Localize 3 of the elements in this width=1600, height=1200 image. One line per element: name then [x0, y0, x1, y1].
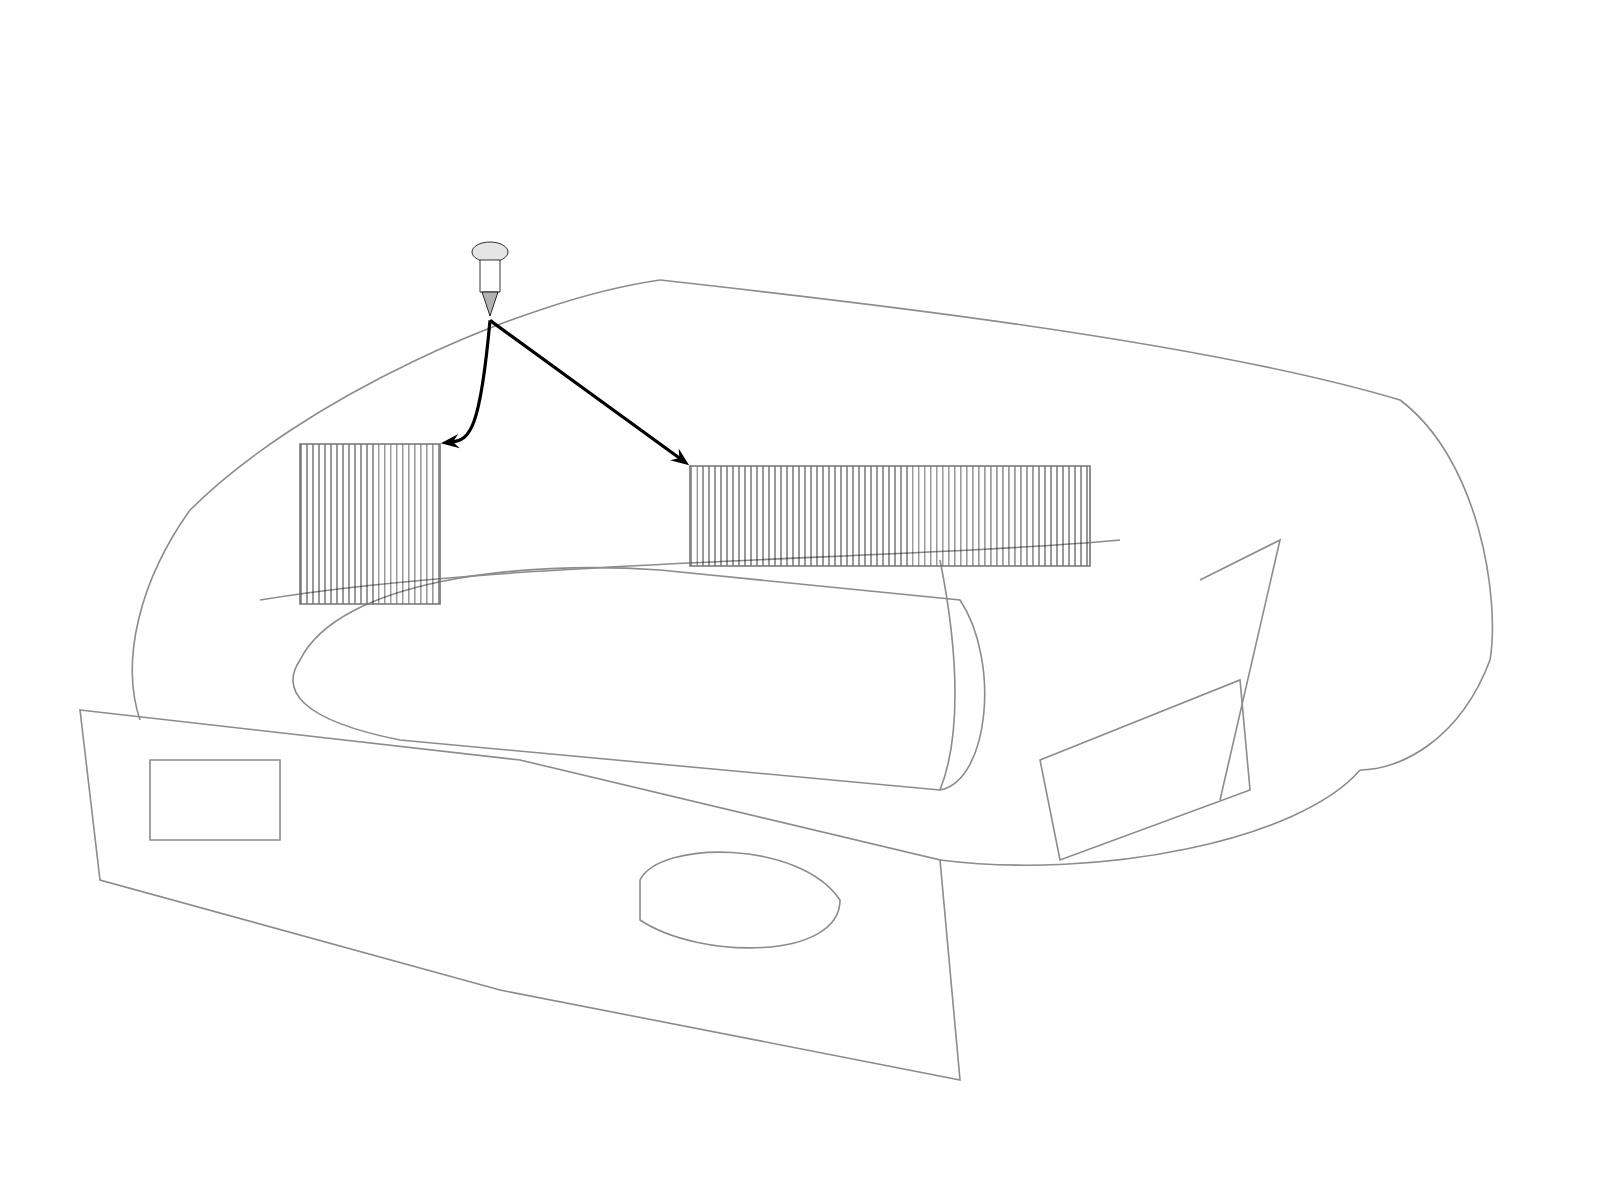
side-panel [299, 443, 441, 605]
rear-panel [689, 465, 1091, 567]
clip-drawing [471, 241, 509, 317]
